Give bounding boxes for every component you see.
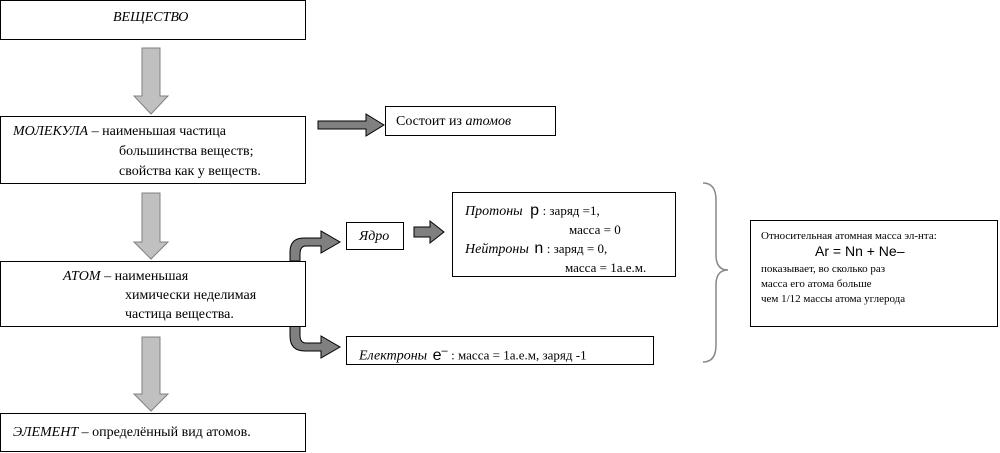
molecule-line2: большинства веществ; <box>119 144 254 159</box>
curved-arrow-up <box>289 230 341 262</box>
right-arrow-nucleus <box>413 219 445 245</box>
consists-text: Состоит из <box>396 114 466 129</box>
down-arrow-2 <box>132 192 170 260</box>
relative-mass-formula: Ar = Nn + Ne– <box>815 243 905 259</box>
molecule-line3: свойства как у веществ. <box>119 164 261 179</box>
substance-title: ВЕЩЕСТВО <box>113 10 189 25</box>
protons-mass: масса = 0 <box>569 222 621 237</box>
relative-mass-line2: масса его атома больше <box>761 278 872 290</box>
electrons-box: Електроны e– : масса = 1а.е.м, заряд -1 <box>346 336 654 365</box>
atom-line1: – наименьшая <box>100 269 189 284</box>
molecule-box: МОЛЕКУЛА – наименьшая частица большинств… <box>0 116 306 184</box>
relative-mass-title: Относительная атомная масса эл-нта: <box>761 230 937 242</box>
protons-charge: : заряд =1, <box>542 203 600 218</box>
consists-emph: атомов <box>465 114 512 129</box>
relative-mass-box: Относительная атомная масса эл-нта: Ar =… <box>750 220 998 327</box>
neutrons-symbol: n <box>534 240 544 257</box>
molecule-term: МОЛЕКУЛА <box>13 124 89 139</box>
element-term: ЭЛЕМЕНТ <box>13 425 79 440</box>
curved-arrow-down <box>289 325 341 359</box>
particles-box: Протоны p : заряд =1, масса = 0 Нейтроны… <box>452 192 676 277</box>
consists-box: Состоит из атомов <box>385 106 556 136</box>
down-arrow-1 <box>132 47 170 115</box>
substance-box: ВЕЩЕСТВО <box>0 0 306 40</box>
neutrons-name: Нейтроны <box>465 242 529 257</box>
electrons-sign: – <box>441 345 448 357</box>
electrons-name: Електроны <box>359 348 428 364</box>
atom-line2: химически неделимая <box>125 288 257 303</box>
electrons-symbol: e <box>432 346 442 364</box>
element-rest: – определённый вид атомов. <box>78 425 251 440</box>
element-box: ЭЛЕМЕНТ – определённый вид атомов. <box>0 413 306 452</box>
atom-line3: частица вещества. <box>125 307 234 322</box>
protons-symbol: p <box>530 202 540 219</box>
down-arrow-3 <box>132 336 170 412</box>
nucleus-box: Ядро <box>346 222 404 250</box>
neutrons-charge: : заряд = 0, <box>546 241 608 256</box>
molecule-line1: – наименьшая частица <box>88 124 226 139</box>
electrons-details: : масса = 1а.е.м, заряд -1 <box>451 347 587 363</box>
atom-box: АТОМ – наименьшая химически неделимая ча… <box>0 261 306 327</box>
nucleus-label: Ядро <box>359 229 390 244</box>
curly-brace <box>702 182 729 363</box>
relative-mass-line1: показывает, во сколько раз <box>761 263 886 275</box>
right-arrow-molecule <box>317 113 385 137</box>
protons-name: Протоны <box>465 204 523 219</box>
atom-term: АТОМ <box>63 269 101 284</box>
neutrons-mass: масса = 1а.е.м. <box>565 260 647 275</box>
relative-mass-line3: чем 1/12 массы атома углерода <box>761 293 906 305</box>
